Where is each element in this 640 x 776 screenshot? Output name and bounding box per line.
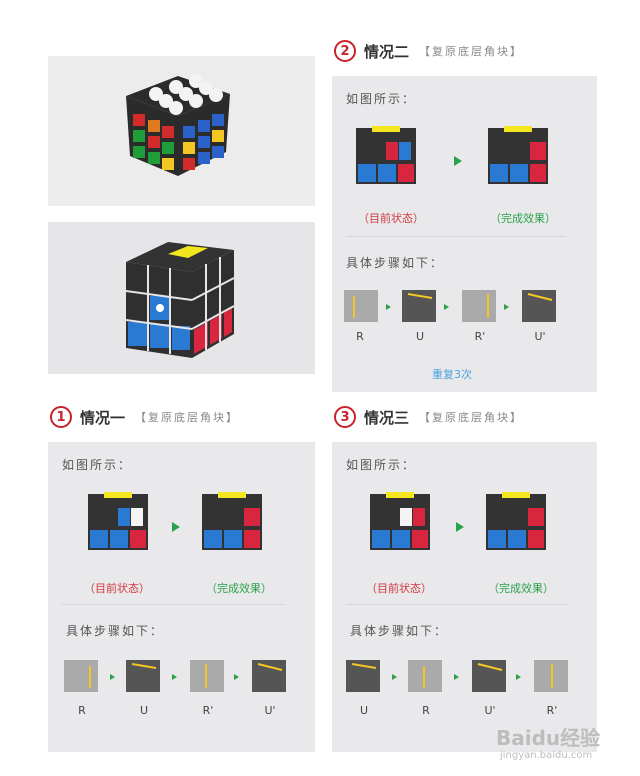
as-shown-label: 如图所示： [62,458,133,472]
finished-state-label: （完成效果） [490,212,556,225]
current-state-label: （目前状态） [358,212,424,225]
arrow-icon [516,674,521,680]
step-cube-1 [344,290,378,322]
step-cube-2 [126,660,160,692]
repeat-note: 重复3次 [432,368,472,381]
arrow-icon [172,674,177,680]
as-shown-label: 如图所示： [346,458,417,472]
section-title: 情况二 [364,42,410,61]
arrow-icon [234,674,239,680]
move-label: R' [202,704,214,717]
step-cubes: R U R' U' [62,656,312,717]
section-subtitle: 【复原底层角块】 [419,45,524,58]
arrow-icon [504,304,509,310]
current-state-label: （目前状态） [366,582,432,595]
section-title: 情况三 [364,408,410,427]
step-cubes: R U R' U' [342,286,592,346]
divider [346,236,566,237]
step-cube-3 [462,290,496,322]
move-label: U' [484,704,496,717]
arrow-icon [110,674,115,680]
finished-state-label: （完成效果） [488,582,554,595]
step-cubes: U R U' R' [344,656,594,717]
section-number: 1 [50,406,72,428]
move-label: U [415,330,425,343]
steps-label: 具体步骤如下： [346,256,445,270]
section-number: 3 [334,406,356,428]
step-cube-2 [408,660,442,692]
move-label: R' [474,330,486,343]
arrow-icon [172,522,180,532]
cube-current-state [88,492,148,550]
divider [62,604,284,605]
step-cube-2 [402,290,436,322]
move-label: U [139,704,149,717]
move-label: U' [264,704,276,717]
arrow-icon [386,304,391,310]
cube-diagram-large [48,222,315,374]
cube-photo [48,56,315,206]
move-label: R [78,704,86,717]
section-1-heading: 1 情况一 【复原底层角块】 [50,406,239,428]
arrow-icon [392,674,397,680]
as-shown-label: 如图所示： [346,92,417,106]
current-state-label: （目前状态） [84,582,150,595]
section-subtitle: 【复原底层角块】 [135,411,240,424]
step-cube-4 [522,290,556,322]
section-subtitle: 【复原底层角块】 [419,411,524,424]
move-label: R [422,704,430,717]
cube-finished-state [488,126,548,184]
steps-label: 具体步骤如下： [66,624,165,638]
section-3-panel: 如图所示： （目前状态） （完成效果） 具体步骤如下： U R U' R' [332,442,597,752]
section-2-heading: 2 情况二 【复原底层角块】 [334,40,523,62]
watermark-brand: Baidu经验 [496,726,601,750]
arrow-icon [444,304,449,310]
arrow-icon [456,522,464,532]
move-label: R [356,330,364,343]
step-cube-4 [534,660,568,692]
step-cube-1 [346,660,380,692]
cube-finished-state [486,492,546,550]
section-2-panel: 如图所示： （目前状态） （完成效果） 具体步骤如下： R U R' U' 重复… [332,76,597,392]
section-3-heading: 3 情况三 【复原底层角块】 [334,406,523,428]
steps-label: 具体步骤如下： [350,624,449,638]
move-label: U' [534,330,546,343]
section-title: 情况一 [80,408,126,427]
section-1-panel: 如图所示： （目前状态） （完成效果） 具体步骤如下： R U R' U' [48,442,315,752]
arrow-icon [454,156,462,166]
finished-state-label: （完成效果） [206,582,272,595]
cube-current-state [370,492,430,550]
section-number: 2 [334,40,356,62]
step-cube-4 [252,660,286,692]
cube-finished-state [202,492,262,550]
cube-current-state [356,126,416,184]
move-label: R' [546,704,558,717]
divider [346,604,568,605]
watermark-url: jingyan.baidu.com [500,750,593,761]
arrow-icon [454,674,459,680]
move-label: U [359,704,369,717]
step-cube-3 [472,660,506,692]
step-cube-3 [190,660,224,692]
step-cube-1 [64,660,98,692]
